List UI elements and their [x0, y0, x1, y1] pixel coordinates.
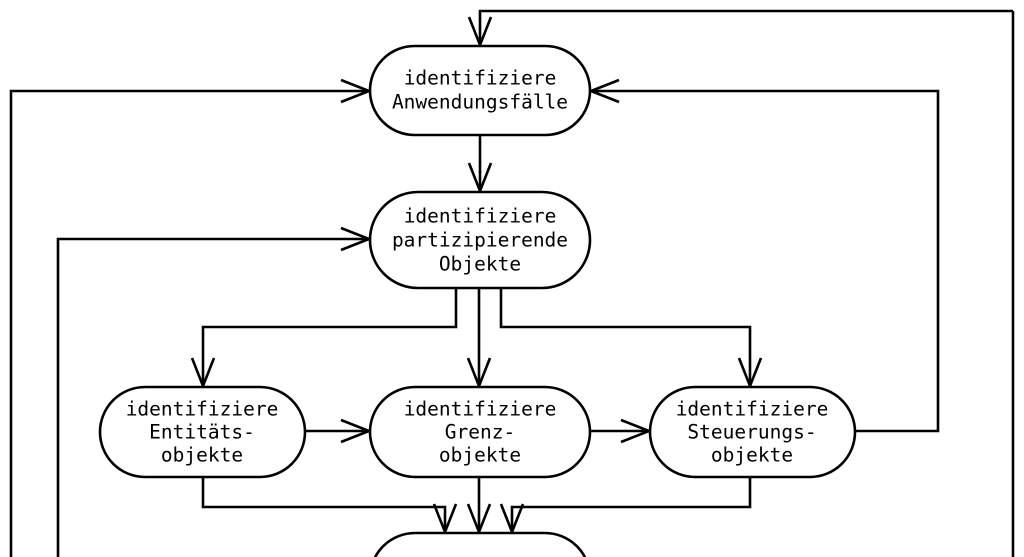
node-label-line2: Grenz- [445, 421, 515, 444]
edge-n5-to-n6 [499, 477, 752, 536]
edge-n3-to-n6 [201, 477, 458, 536]
node-label-line2: Entitäts- [149, 421, 255, 444]
node-label-line2: Anwendungsfälle [392, 91, 568, 114]
edge-n4-to-n5 [590, 418, 653, 444]
edge-n2-to-n4 [466, 288, 492, 390]
node-identifiziere-partizipierende-objekte[interactable]: identifiziere partizipierende Objekte [368, 190, 592, 290]
node-label-line3: objekte [711, 444, 793, 467]
node-label-line3: objekte [161, 444, 243, 467]
node-bottom-cropped[interactable] [370, 531, 590, 557]
node-identifiziere-grenzobjekte[interactable]: identifiziere Grenz- objekte [368, 385, 592, 479]
edge-left-outer-into-n1-left [9, 78, 373, 557]
node-label-line1: identifiziere [404, 67, 557, 90]
node-label-line3: Objekte [439, 253, 521, 276]
edge-n3-to-n4 [305, 418, 373, 444]
node-identifiziere-steuerungsobjekte[interactable]: identifiziere Steuerungs- objekte [648, 385, 857, 479]
edge-n1-to-n2 [467, 135, 493, 195]
node-label-line3: objekte [439, 444, 521, 467]
node-label-line1: identifiziere [126, 398, 279, 421]
edge-right-inner-into-n1-right [587, 78, 940, 433]
edge-n2-to-n3 [190, 288, 458, 390]
node-label-line2: partizipierende [392, 229, 568, 252]
node-identifiziere-entitaetsobjekte[interactable]: identifiziere Entitäts- objekte [98, 385, 307, 479]
node-label-line1: identifiziere [676, 398, 829, 421]
edge-n2-to-n5 [499, 288, 763, 390]
edge-n4-to-n6 [466, 477, 492, 536]
node-label-line1: identifiziere [404, 205, 557, 228]
node-identifiziere-anwendungsfaelle[interactable]: identifiziere Anwendungsfälle [368, 44, 592, 137]
node-label-line2: Steuerungs- [687, 421, 816, 444]
edge-top-feedback-into-n1-top [467, 9, 1013, 49]
node-label-line1: identifiziere [404, 398, 557, 421]
